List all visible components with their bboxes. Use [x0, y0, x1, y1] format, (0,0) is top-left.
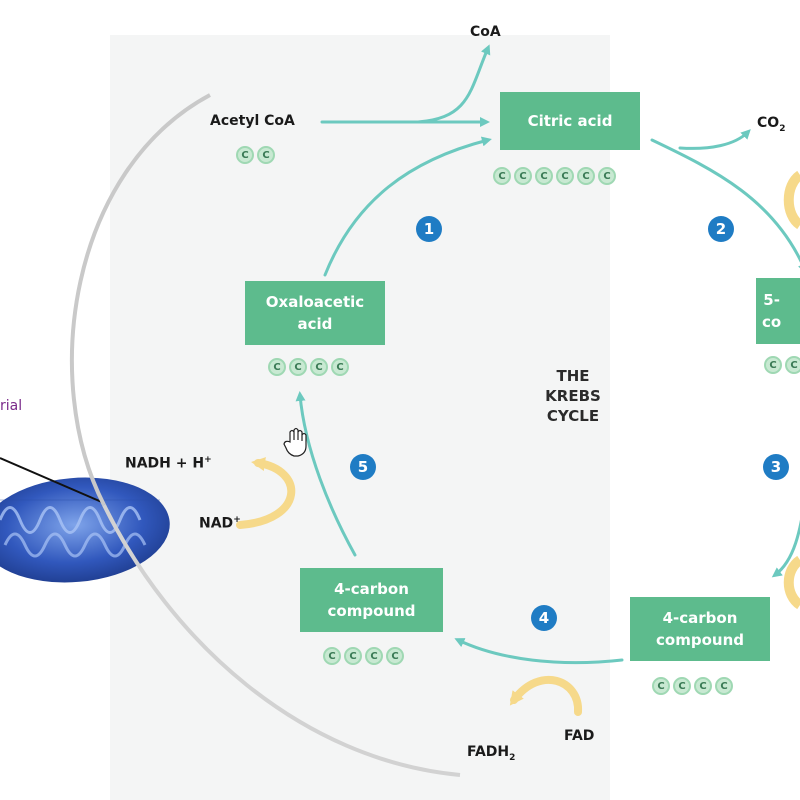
carbon-atom: C [694, 677, 712, 695]
cycle-arrow-2 [650, 138, 800, 274]
carbon-atom: C [331, 358, 349, 376]
five-carbon-label: 5- co [762, 291, 782, 331]
cycle-arrow-1 [323, 136, 492, 277]
zoom-curve-bottom [102, 504, 461, 777]
step-marker-4: 4 [531, 605, 557, 631]
four-carbon-right-label: 4-carbon compound [656, 609, 744, 649]
oxaloacetic-acid-box: Oxaloacetic acid [245, 281, 385, 345]
carbon-atom: C [715, 677, 733, 695]
carbon-atom: C [344, 647, 362, 665]
nad-label: NAD+ [199, 515, 241, 532]
carbon-atom: C [236, 146, 254, 164]
cycle-title: THE KREBS CYCLE [545, 367, 601, 425]
carbon-atom: C [598, 167, 616, 185]
four-carbon-left-label: 4-carbon compound [327, 580, 416, 620]
carbon-atom: C [493, 167, 511, 185]
carbon-atom: C [386, 647, 404, 665]
citric-acid-label: Citric acid [527, 112, 613, 130]
mitochondrion-illustration [0, 477, 170, 583]
carbon-atom: C [323, 647, 341, 665]
nad-to-nadh-arrow [236, 457, 296, 529]
cycle-arrow-5 [295, 391, 357, 557]
four-carbon-right-box: 4-carbon compound [630, 597, 770, 661]
step-marker-1: 1 [416, 216, 442, 242]
oxaloacetic-acid-label: Oxaloacetic acid [265, 293, 365, 333]
coa-label: CoA [470, 24, 501, 40]
cofactor-arc-right-top [783, 170, 800, 230]
pointer-line [0, 457, 105, 504]
step-marker-2: 2 [708, 216, 734, 242]
carbon-atom: C [785, 356, 800, 374]
carbon-atom: C [289, 358, 307, 376]
co2-label: CO2 [757, 115, 786, 134]
coa-release-arrow [416, 44, 491, 124]
citric-acid-box: Citric acid [500, 92, 640, 150]
five-carbon-box: 5- co [756, 278, 800, 344]
zoom-curve-top [70, 93, 211, 506]
acetyl-coa-label: Acetyl CoA [210, 113, 295, 129]
step-marker-3: 3 [763, 454, 789, 480]
fadh2-label: FADH2 [467, 744, 516, 763]
mitochondria-label: rial [0, 398, 23, 414]
carbon-atom: C [535, 167, 553, 185]
carbon-atom: C [268, 358, 286, 376]
cycle-arrow-3 [771, 519, 800, 578]
carbon-atom: C [577, 167, 595, 185]
carbon-atom: C [514, 167, 532, 185]
fad-to-fadh2-arrow [509, 676, 582, 716]
carbon-atom: C [257, 146, 275, 164]
carbon-atom: C [310, 358, 328, 376]
cycle-arrow-4 [454, 638, 624, 665]
carbon-atom: C [673, 677, 691, 695]
carbon-atom: C [652, 677, 670, 695]
step-marker-5: 5 [350, 454, 376, 480]
diagram-background [110, 35, 610, 800]
carbon-atom: C [556, 167, 574, 185]
carbon-atom: C [365, 647, 383, 665]
hand-cursor-icon [283, 427, 307, 457]
nadh-label: NADH + H+ [125, 455, 212, 472]
cofactor-arc-right-bottom [783, 555, 800, 610]
carbon-atom: C [764, 356, 782, 374]
co2-release-arrow [678, 129, 751, 150]
fad-label: FAD [564, 728, 595, 744]
four-carbon-left-box: 4-carbon compound [300, 568, 443, 632]
